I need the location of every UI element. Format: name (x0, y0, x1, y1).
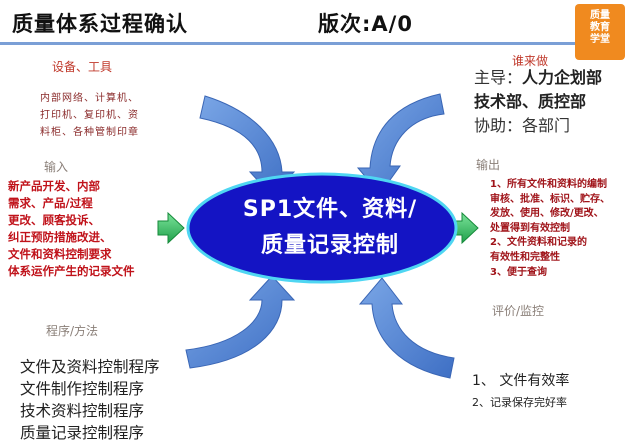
logo-line: 质量 (590, 10, 610, 21)
evaluation-item-1: 1、 文件有效率 (472, 373, 570, 389)
method-line: 技术资料控制程序 (20, 402, 145, 420)
output-line: 1、所有文件和资料的编制 (490, 179, 607, 190)
input-line: 新产品开发、内部 (8, 179, 100, 193)
process-name: SP1文件、资料/ 质量记录控制 (200, 192, 460, 264)
logo-line: 学堂 (590, 34, 610, 45)
inputs-list: 新产品开发、内部 需求、产品/过程 更改、顾客投诉、 纠正预防措施改进、 文件和… (8, 178, 135, 280)
who-lead-value: 人力企划部 (522, 68, 603, 87)
who-lead-prefix: 主导： (474, 68, 523, 87)
header-divider (0, 42, 600, 45)
input-line: 更改、顾客投诉、 (8, 213, 100, 227)
who-line2: 技术部、质控部 (474, 92, 587, 111)
process-ellipse (186, 172, 458, 284)
equipment-line: 打印机、复印机、资 (40, 110, 139, 121)
method-line: 质量记录控制程序 (20, 424, 145, 442)
method-line: 文件及资料控制程序 (20, 358, 160, 376)
logo-line: 教育 (590, 22, 610, 33)
equipment-line: 内部网络、计算机、 (40, 93, 139, 104)
equipment-line: 料柜、各种管制印章 (40, 127, 139, 138)
arrow-equipment (199, 95, 296, 197)
header-bar: 质量体系过程确认 版次:A/0 (0, 0, 640, 45)
page-title: 质量体系过程确认 (12, 12, 188, 36)
outputs-label: 输出 (476, 158, 501, 172)
output-line: 处置得到有效控制 (490, 222, 570, 234)
input-line: 需求、产品/过程 (8, 196, 93, 210)
input-line: 体系运作产生的记录文件 (8, 264, 135, 278)
method-line: 文件制作控制程序 (20, 380, 145, 398)
output-line: 发放、使用、修改/更改、 (490, 208, 604, 220)
evaluation-list: 1、 文件有效率 2、记录保存完好率 (472, 370, 569, 414)
process-name-line1: SP1文件、资料/ (242, 197, 418, 222)
input-line: 纠正预防措施改进、 (8, 230, 112, 244)
brand-logo: 质量 教育 学堂 (575, 4, 625, 60)
who-label: 谁来做 (512, 54, 549, 68)
arrow-input (157, 211, 185, 245)
methods-label: 程序/方法 (46, 324, 99, 338)
input-line: 文件和资料控制要求 (8, 247, 112, 261)
who-assist: 协助：各部门 (474, 116, 571, 135)
who-block: 主导：人力企划部 技术部、质控部 协助：各部门 (474, 66, 602, 138)
output-line: 3、便于查询 (490, 266, 547, 278)
who-lead: 主导：人力企划部 (474, 66, 602, 90)
output-line: 审核、批准、标识、贮存、 (490, 193, 610, 205)
outputs-list: 1、所有文件和资料的编制 审核、批准、标识、贮存、 发放、使用、修改/更改、 处… (490, 178, 638, 280)
arrow-evaluation (358, 277, 455, 379)
output-line: 2、文件资料和记录的 (490, 237, 587, 249)
equipment-list: 内部网络、计算机、 打印机、复印机、资 料柜、各种管制印章 (40, 90, 139, 141)
process-name-line2: 质量记录控制 (260, 233, 399, 258)
evaluation-label: 评价/监控 (492, 304, 545, 318)
evaluation-item-2: 2、记录保存完好率 (472, 396, 567, 409)
inputs-label: 输入 (44, 160, 69, 174)
version-label: 版次:A/0 (318, 12, 413, 36)
arrow-methods (185, 275, 296, 369)
methods-list: 文件及资料控制程序 文件制作控制程序 技术资料控制程序 质量记录控制程序 (20, 356, 160, 444)
output-line: 有效性和完整性 (490, 251, 560, 263)
equipment-label: 设备、工具 (52, 60, 113, 74)
